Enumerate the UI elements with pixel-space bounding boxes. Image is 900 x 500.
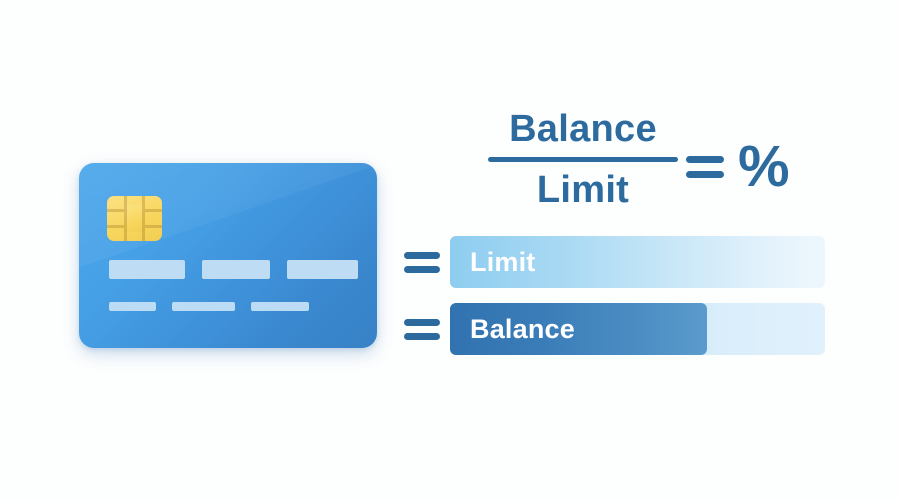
card-number-block [109,260,185,279]
card-number-block [287,260,358,279]
equals-icon-balance [404,316,440,343]
balance-bar-label: Balance [470,313,575,344]
equals-icon [686,152,724,182]
formula-result-group: % [686,134,790,199]
chip-center-pad [124,205,145,232]
card-sheen [79,163,377,348]
limit-bar: Limit [450,236,825,288]
formula-denominator: Limit [536,169,630,211]
credit-card [79,163,377,348]
percent-symbol: % [738,134,790,199]
fraction-bar [488,157,678,162]
balance-bar-fill [450,303,707,355]
formula-numerator: Balance [509,108,657,150]
equals-icon-limit [404,249,440,276]
balance-bar-track: Balance [450,303,825,355]
limit-bar-label: Limit [470,246,536,277]
card-detail-tick [251,302,309,311]
card-detail-tick [172,302,235,311]
emv-chip-icon [107,196,162,241]
chip-line [124,196,127,241]
card-detail-tick [109,302,156,311]
chip-line [142,196,145,241]
utilization-formula: Balance Limit [488,104,678,215]
card-number-block [202,260,270,279]
